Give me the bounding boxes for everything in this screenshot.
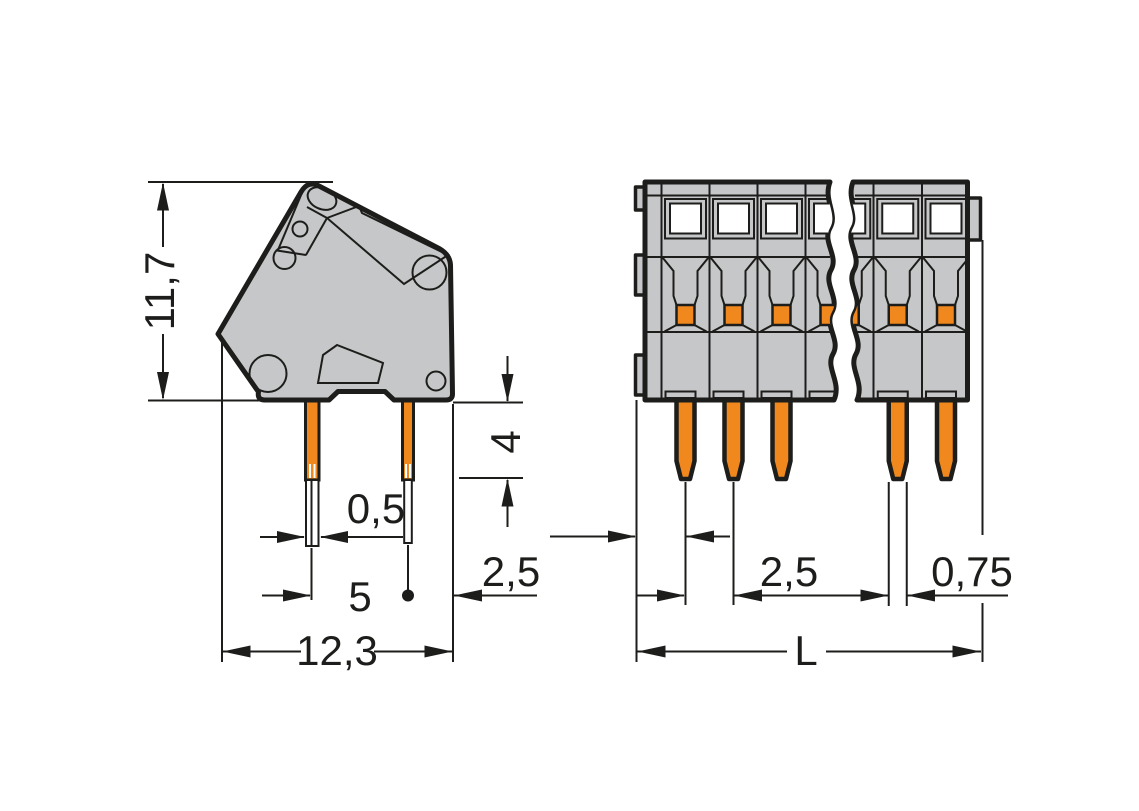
dim-height-label: 11,7 (136, 252, 183, 331)
solder-pin-front (725, 397, 743, 479)
housing-hole (272, 246, 297, 270)
side-view (215, 181, 455, 547)
dim-pitch-label: 2,5 (760, 548, 818, 595)
front-pins (677, 397, 956, 479)
dim-pin-spacing: 5 (262, 545, 414, 620)
solder-pin-side-2 (401, 395, 415, 482)
solder-pin-front (937, 397, 955, 479)
front-left-details (647, 184, 837, 400)
clamp-lever-outline (325, 204, 451, 286)
dim-length: L (637, 627, 981, 674)
solder-pin-front (677, 397, 695, 479)
housing-hole (411, 254, 448, 291)
dim-edge-offset-label: 2,5 (482, 548, 540, 595)
pin-tip-side-2 (403, 479, 413, 544)
housing-hole (425, 370, 447, 392)
dim-depth: 12,3 (221, 340, 454, 674)
dim-edge-offset: 2,5 (454, 548, 540, 602)
side-pins (304, 395, 415, 482)
solder-pin-front (889, 397, 907, 479)
dim-pitch: 2,5 (637, 548, 846, 602)
front-view (633, 182, 983, 479)
housing-hole (291, 220, 309, 238)
extension-lines (635, 240, 984, 662)
side-housing (215, 181, 455, 403)
dim-reference-dot (402, 589, 414, 602)
dim-depth-label: 12,3 (296, 627, 378, 674)
side-pin-tips (305, 464, 413, 547)
dim-pin-tip-width-label: 0,5 (347, 485, 405, 532)
wire-entry-outline (316, 343, 385, 384)
dim-edge-to-pin (550, 530, 730, 543)
housing-hole (248, 354, 288, 393)
dim-pin-length: 4 (453, 356, 529, 527)
solder-pin-side-1 (304, 395, 321, 482)
side-housing-details (248, 186, 451, 393)
dim-pin-width-label: 0,75 (931, 548, 1013, 595)
front-right-details (850, 184, 968, 400)
side-dimensions: 11,7 4 0,5 5 2,5 (136, 181, 540, 674)
dim-pin-spacing-label: 5 (348, 573, 371, 620)
housing-hole (306, 186, 338, 211)
dim-pin-length-label: 4 (482, 430, 529, 453)
dim-length-label: L (794, 627, 817, 674)
dim-pin-width: 0,75 (839, 548, 1013, 602)
clamp-strip-lines (276, 187, 328, 256)
solder-pin-front (773, 397, 791, 479)
dim-height: 11,7 (136, 182, 183, 400)
dim-pin-tip-width: 0,5 (260, 485, 405, 543)
front-dimensions: 2,5 0,75 L (550, 240, 1013, 674)
